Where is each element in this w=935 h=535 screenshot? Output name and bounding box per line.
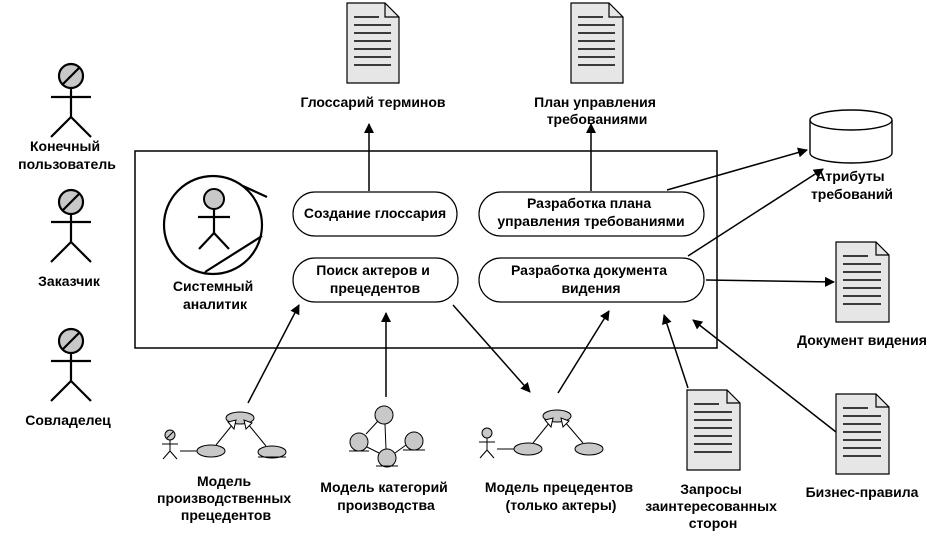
- arrow-plan-dev-to-attributes: [666, 147, 808, 191]
- usecase-model-label: Модель прецедентов (только актеры): [485, 479, 637, 513]
- vision-document-icon: [835, 241, 890, 323]
- business-rules-document-icon: [835, 393, 890, 475]
- prod-category-model-label: Модель категорий производства: [320, 479, 451, 513]
- req-plan-document-icon: [570, 2, 624, 84]
- actor-co-owner-label: Совладелец: [25, 412, 111, 428]
- actor-customer-icon: [50, 188, 92, 263]
- actor-end-user-icon: [50, 62, 92, 138]
- actor-customer-label: Заказчик: [38, 273, 101, 289]
- usecase-model-icon: [479, 409, 604, 459]
- prod-category-model-icon: [349, 405, 425, 468]
- process-find-actors: Поиск актеров и прецедентов: [292, 257, 459, 303]
- svg-text:Разработка плана управле: Разработка плана управления требованиями: [497, 195, 684, 229]
- stakeholder-requests-label: Запросы заинтересованных сторон: [645, 481, 781, 531]
- stakeholder-requests-document-icon: [686, 389, 741, 471]
- prod-usecase-model-label: Модель производственных прецедентов: [157, 473, 295, 523]
- svg-text:Разработка документа вид: Разработка документа видения: [511, 262, 671, 296]
- arrow-vision-dev-to-vision-doc: [705, 276, 835, 287]
- process-vision-development: Разработка документа видения: [478, 257, 705, 303]
- arrow-usecase-model-to-vision-dev: [557, 310, 610, 394]
- actor-end-user-label: Конечный пользователь: [18, 138, 116, 172]
- system-analyst-label: Системный аналитик: [173, 278, 257, 312]
- system-analyst-icon: [162, 174, 268, 276]
- svg-text:Создание глоссария: Создание глоссария: [304, 205, 446, 221]
- vision-doc-label: Документ видения: [797, 332, 927, 348]
- req-plan-label: План управления требованиями: [534, 94, 660, 127]
- req-attributes-database-icon: [809, 109, 893, 164]
- arrow-find-actors-to-usecase-model: [452, 304, 531, 393]
- glossary-label: Глоссарий терминов: [300, 94, 445, 110]
- svg-text:Поиск актеров и прецеден: Поиск актеров и прецедентов: [316, 262, 433, 296]
- arrow-prod-usecase-to-find-actors: [247, 304, 300, 404]
- prod-usecase-model-icon: [162, 411, 287, 460]
- actor-co-owner-icon: [50, 327, 92, 402]
- process-plan-development: Разработка плана управления требованиями: [478, 191, 705, 237]
- business-rules-label: Бизнес-правила: [806, 484, 919, 500]
- arrow-stakeholder-to-vision-dev: [662, 314, 689, 389]
- req-attributes-label: Атрибуты требований: [811, 168, 893, 202]
- glossary-document-icon: [346, 2, 400, 84]
- process-create-glossary: Создание глоссария: [292, 191, 458, 237]
- arrow-business-rules-to-vision-dev: [692, 319, 837, 433]
- arrow-vision-dev-to-attributes: [687, 168, 824, 257]
